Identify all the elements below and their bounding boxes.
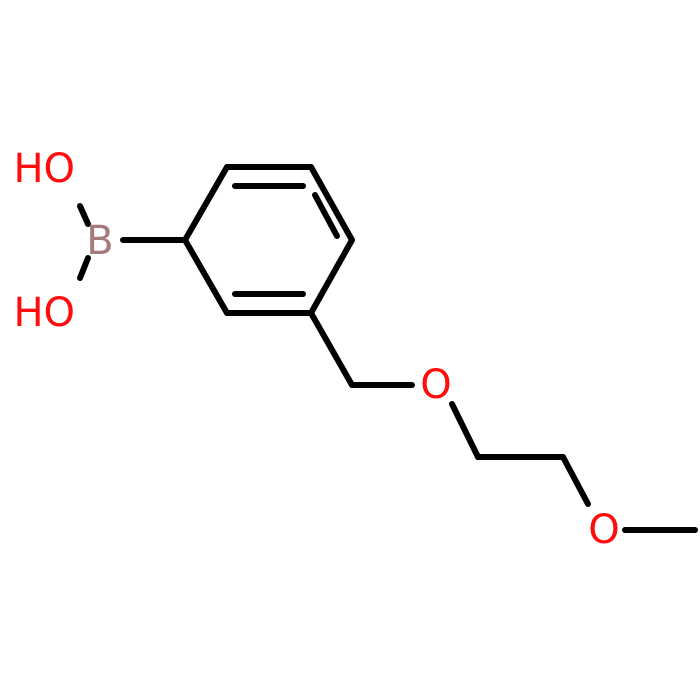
methoxy-oxygen-label: O bbox=[588, 507, 619, 553]
bond-ether-o-ch2 bbox=[449, 401, 481, 460]
bond-b-lower-oh bbox=[77, 255, 91, 281]
ring-bond-3 bbox=[308, 164, 355, 243]
bond-ring-ch2 bbox=[308, 310, 355, 388]
ring-bond-6 bbox=[182, 237, 230, 316]
ether-oxygen-label: O bbox=[420, 362, 451, 408]
upper-hydroxyl-label: HO bbox=[13, 146, 75, 192]
atom-labels: HO B HO O O bbox=[13, 146, 619, 553]
bond-ch2-methoxy-o bbox=[560, 454, 591, 507]
ring-bond-1 bbox=[182, 164, 230, 243]
bonds bbox=[77, 164, 698, 533]
lower-hydroxyl-label: HO bbox=[13, 290, 75, 336]
ring-bond-4 bbox=[308, 237, 355, 316]
boron-label: B bbox=[86, 218, 113, 264]
bond-b-upper-oh bbox=[77, 203, 91, 227]
ring-inner-bond-right bbox=[312, 192, 340, 239]
